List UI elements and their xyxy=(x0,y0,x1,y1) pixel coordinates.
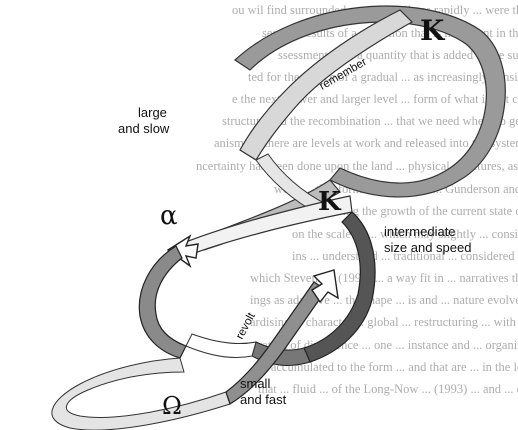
small-loop-label: small and fast xyxy=(240,376,287,407)
small-label-line2: and fast xyxy=(240,392,287,407)
revolt-arrowhead xyxy=(311,269,339,304)
bg-line: that ... fluid ... of the Long-Now ... (… xyxy=(258,382,518,396)
bg-line: re accumulated to the form ... and that … xyxy=(258,360,518,374)
bg-line: structure and the recombination ... that… xyxy=(222,114,518,128)
bg-line: ings as adaptive ... the shape ... is an… xyxy=(250,293,518,307)
left-margin-mask xyxy=(0,0,228,120)
small-loop-ribbon xyxy=(51,357,231,430)
bg-line: ardising ... character ... global ... re… xyxy=(250,315,518,329)
large-loop-band-remember xyxy=(239,9,413,161)
large-loop-label: large and slow xyxy=(118,105,170,136)
bg-line: anisms ... there are levels at work and … xyxy=(214,136,518,150)
crossing-highlight xyxy=(185,333,257,359)
intermediate-label-line1: intermediate xyxy=(384,224,456,239)
intermediate-loop-left xyxy=(138,245,187,359)
intermediate-label-line2: size and speed xyxy=(384,240,471,255)
omega-symbol: Ω xyxy=(162,392,182,420)
revolt-band xyxy=(225,281,327,405)
large-label-line2: and slow xyxy=(118,121,170,136)
intermediate-loop-label: intermediate size and speed xyxy=(384,224,471,255)
bg-line: ted for the source of a gradual ... as i… xyxy=(248,70,518,84)
small-label-line1: small xyxy=(240,376,270,391)
k-symbol-large: K xyxy=(420,14,446,47)
bg-line: which Stevens ... (1990) ... a way fit i… xyxy=(250,271,518,285)
alpha-symbol: α xyxy=(160,201,178,231)
large-label-line1: large xyxy=(138,105,167,120)
k-symbol-intermediate: K xyxy=(318,187,342,217)
alpha-arrowhead xyxy=(166,234,199,268)
bg-line: ins ... understood ... traditional ... c… xyxy=(292,249,518,263)
